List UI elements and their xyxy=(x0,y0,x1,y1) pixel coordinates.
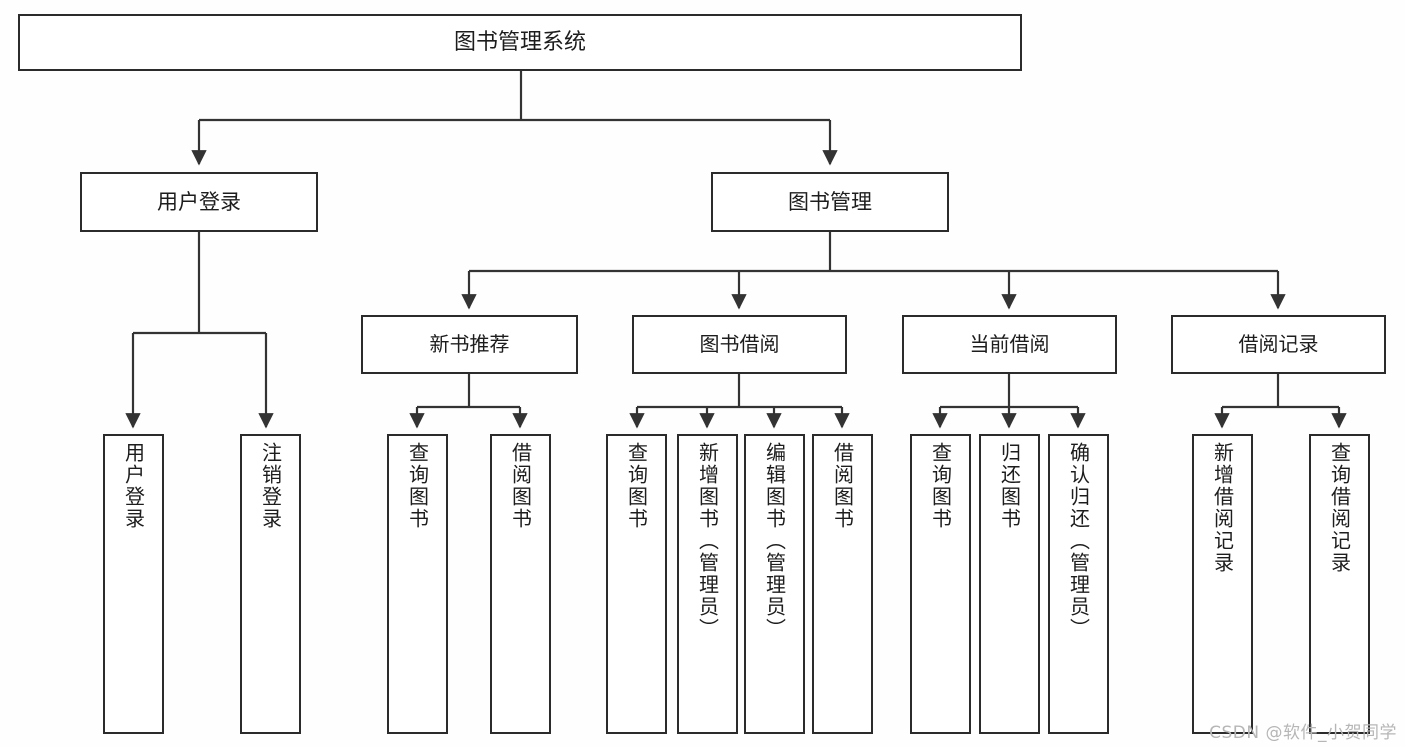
node-leaf-query-record[interactable]: 查询借阅记录 xyxy=(1309,434,1370,734)
node-leaf-add-record-label: 新增借阅记录 xyxy=(1210,442,1235,574)
node-current-borrow-label: 当前借阅 xyxy=(969,331,1050,356)
node-leaf-query-book-1[interactable]: 查询图书 xyxy=(387,434,448,734)
node-user-login-label: 用户登录 xyxy=(157,189,241,214)
node-leaf-edit-book[interactable]: 编辑图书（管理员） xyxy=(744,434,805,734)
node-leaf-borrow-book-1-label: 借阅图书 xyxy=(508,442,533,530)
node-root-label: 图书管理系统 xyxy=(453,29,586,55)
node-leaf-user-login[interactable]: 用户登录 xyxy=(103,434,164,734)
node-leaf-confirm-return-label: 确认归还（管理员） xyxy=(1066,442,1091,640)
node-leaf-user-login-label: 用户登录 xyxy=(121,442,146,530)
node-borrow-record[interactable]: 借阅记录 xyxy=(1171,315,1386,374)
node-leaf-query-book-3-label: 查询图书 xyxy=(928,442,953,530)
node-leaf-borrow-book-1[interactable]: 借阅图书 xyxy=(490,434,551,734)
node-current-borrow[interactable]: 当前借阅 xyxy=(902,315,1117,374)
node-leaf-confirm-return[interactable]: 确认归还（管理员） xyxy=(1048,434,1109,734)
node-new-book-recommend[interactable]: 新书推荐 xyxy=(361,315,578,374)
node-leaf-return-book-label: 归还图书 xyxy=(997,442,1022,530)
node-leaf-query-book-1-label: 查询图书 xyxy=(405,442,430,530)
node-leaf-logout-label: 注销登录 xyxy=(258,442,283,530)
node-leaf-query-book-2[interactable]: 查询图书 xyxy=(606,434,667,734)
node-root[interactable]: 图书管理系统 xyxy=(18,14,1022,71)
node-leaf-borrow-book-2-label: 借阅图书 xyxy=(830,442,855,530)
node-leaf-query-book-2-label: 查询图书 xyxy=(624,442,649,530)
node-leaf-borrow-book-2[interactable]: 借阅图书 xyxy=(812,434,873,734)
node-leaf-return-book[interactable]: 归还图书 xyxy=(979,434,1040,734)
node-book-manage[interactable]: 图书管理 xyxy=(711,172,949,232)
node-book-manage-label: 图书管理 xyxy=(788,189,872,214)
node-book-borrow[interactable]: 图书借阅 xyxy=(632,315,847,374)
csdn-watermark: CSDN @软件_小贺同学 xyxy=(1209,723,1397,743)
node-book-borrow-label: 图书借阅 xyxy=(699,331,780,356)
node-leaf-add-record[interactable]: 新增借阅记录 xyxy=(1192,434,1253,734)
node-borrow-record-label: 借阅记录 xyxy=(1238,331,1319,356)
node-leaf-query-record-label: 查询借阅记录 xyxy=(1327,442,1352,574)
node-leaf-edit-book-label: 编辑图书（管理员） xyxy=(762,442,787,640)
node-leaf-add-book[interactable]: 新增图书（管理员） xyxy=(677,434,738,734)
node-leaf-logout[interactable]: 注销登录 xyxy=(240,434,301,734)
node-user-login[interactable]: 用户登录 xyxy=(80,172,318,232)
node-leaf-add-book-label: 新增图书（管理员） xyxy=(695,442,720,640)
node-leaf-query-book-3[interactable]: 查询图书 xyxy=(910,434,971,734)
node-new-book-recommend-label: 新书推荐 xyxy=(429,331,510,356)
